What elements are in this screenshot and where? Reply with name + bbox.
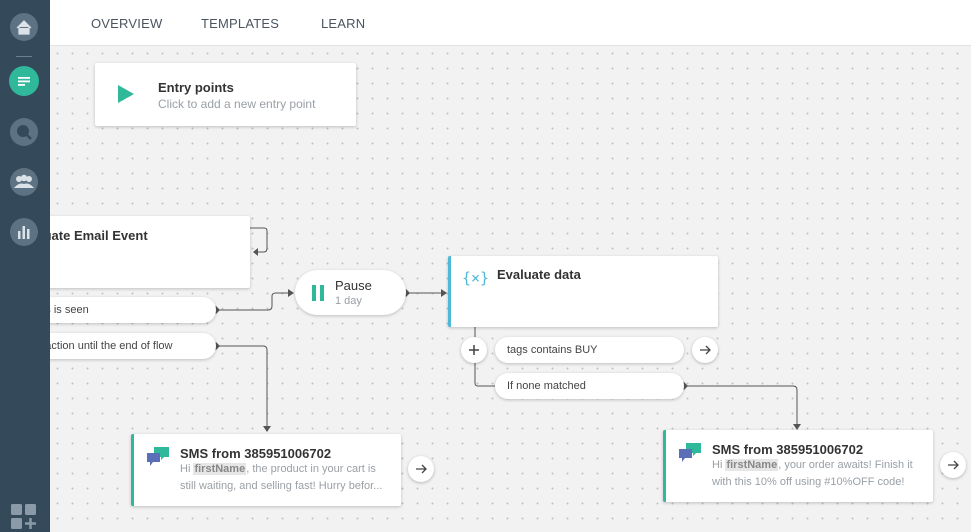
top-navigation: OVERVIEW TEMPLATES LEARN (50, 0, 971, 46)
sidebar (0, 0, 50, 532)
sms-order-title: SMS from 385951006702 (712, 442, 864, 457)
sms-cart-next-button[interactable] (408, 456, 434, 482)
tab-templates[interactable]: TEMPLATES (201, 16, 280, 31)
condition-none-matched-label: If none matched (507, 380, 586, 392)
entry-points-title: Entry points (158, 80, 234, 95)
sidebar-divider (16, 56, 32, 57)
pause-icon (312, 285, 324, 301)
arrow-right-icon (700, 345, 711, 355)
condition-tags-label: tags contains BUY (507, 344, 598, 356)
sms-order-next-button[interactable] (940, 452, 966, 478)
condition-tags-contains-buy[interactable]: tags contains BUY (495, 337, 684, 363)
pause-title: Pause (335, 278, 372, 293)
tab-overview[interactable]: OVERVIEW (91, 16, 163, 31)
evaluate-email-event-title: luate Email Event (50, 228, 148, 243)
pause-node[interactable]: Pause 1 day (295, 270, 406, 315)
arrow-right-icon (416, 464, 427, 474)
branch-status-seen-label: atus is seen (50, 304, 89, 316)
arrow-right-icon (948, 460, 959, 470)
condition-arrow-button[interactable] (692, 337, 718, 363)
add-apps-icon[interactable] (10, 503, 38, 531)
sms-card-cart[interactable]: SMS from 385951006702 Hi firstName, the … (131, 434, 401, 506)
flow-canvas[interactable]: Entry points Click to add a new entry po… (50, 46, 971, 532)
evaluate-email-event-card[interactable]: luate Email Event (50, 216, 250, 288)
branch-status-seen[interactable]: atus is seen (50, 297, 216, 323)
analytics-icon[interactable] (9, 217, 39, 247)
plus-icon (469, 345, 479, 355)
sms-order-text: Hi firstName, your order awaits! Finish … (712, 459, 913, 488)
pause-duration: 1 day (335, 295, 362, 307)
flows-icon[interactable] (9, 66, 39, 96)
sms-card-order[interactable]: SMS from 385951006702 Hi firstName, your… (663, 430, 933, 502)
sms-cart-title: SMS from 385951006702 (180, 446, 332, 461)
play-icon (118, 85, 134, 103)
chat-search-icon[interactable] (9, 117, 39, 147)
connector-lines (212, 227, 801, 432)
branch-no-action-label: no action until the end of flow (50, 340, 173, 352)
first-name-token: firstName (725, 459, 779, 471)
add-condition-button[interactable] (461, 337, 487, 363)
variable-icon: {×} (462, 269, 490, 287)
entry-points-card[interactable]: Entry points Click to add a new entry po… (95, 63, 356, 126)
people-icon[interactable] (9, 167, 39, 197)
sms-icon (679, 443, 701, 462)
evaluate-data-title: Evaluate data (497, 267, 581, 282)
sms-icon (147, 447, 169, 466)
condition-none-matched[interactable]: If none matched (495, 373, 684, 399)
branch-no-action[interactable]: no action until the end of flow (50, 333, 216, 359)
home-icon[interactable] (9, 12, 39, 42)
sms-cart-text: Hi firstName, the product in your cart i… (180, 463, 383, 492)
entry-points-subtitle: Click to add a new entry point (158, 97, 316, 111)
tab-learn[interactable]: LEARN (321, 16, 366, 31)
first-name-token: firstName (193, 463, 247, 475)
evaluate-data-card[interactable]: {×} Evaluate data (448, 256, 718, 327)
